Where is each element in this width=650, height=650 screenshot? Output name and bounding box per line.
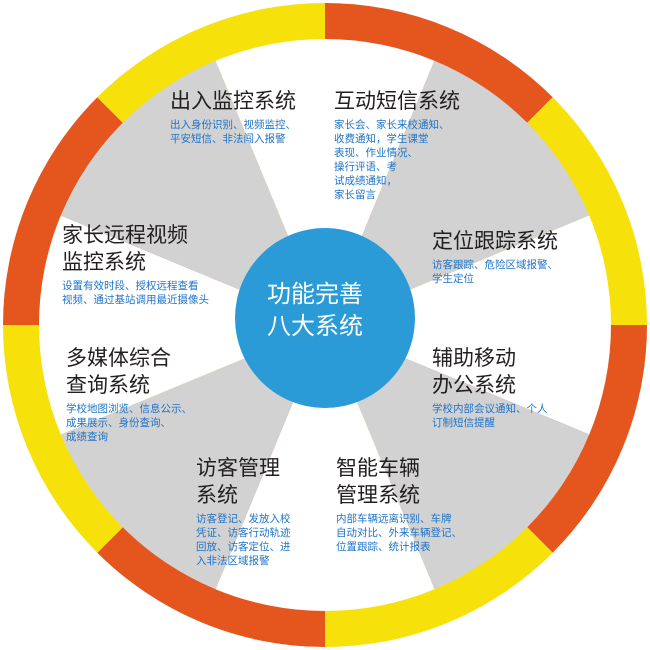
segment-interactive-sms: 互动短信系统 家长会、家长来校通知、 收费通知，学生课堂 表现、作业情况、 操行… bbox=[334, 88, 460, 202]
segment-multimedia-query: 多媒体综合 查询系统 学校地图浏览、信息公示、 成果展示、身份查询、 成绩查询 bbox=[66, 345, 192, 444]
segment-title: 辅助移动 办公系统 bbox=[432, 346, 516, 397]
segment-title: 多媒体综合 查询系统 bbox=[66, 346, 171, 397]
segment-title: 定位跟踪系统 bbox=[432, 229, 558, 253]
segment-title: 智能车辆 管理系统 bbox=[336, 456, 420, 507]
center-circle bbox=[235, 228, 415, 408]
segment-access-monitoring: 出入监控系统 出入身份识别、视频监控、 平安短信、非法闯入报警 bbox=[170, 88, 296, 146]
segment-title: 出入监控系统 bbox=[170, 89, 296, 113]
inner-sector bbox=[325, 215, 611, 435]
inner-sector bbox=[215, 325, 435, 611]
segment-parent-video-monitoring: 家长远程视频 监控系统 设置有效时段、授权远程查看 视频、通过基站调用最近摄像头 bbox=[62, 222, 209, 307]
segment-vehicle-management: 智能车辆 管理系统 内部车辆远离识别、车牌 自动对比、外来车辆登记、 位置跟踪、… bbox=[336, 455, 462, 554]
segment-mobile-office: 辅助移动 办公系统 学校内部会议通知、个人 订制短信提醒 bbox=[432, 345, 548, 430]
segment-description: 学校内部会议通知、个人 订制短信提醒 bbox=[432, 403, 548, 429]
segment-title: 家长远程视频 监控系统 bbox=[62, 223, 188, 274]
inner-sector bbox=[325, 325, 590, 590]
segment-description: 设置有效时段、授权远程查看 视频、通过基站调用最近摄像头 bbox=[62, 280, 209, 306]
segment-description: 内部车辆远离识别、车牌 自动对比、外来车辆登记、 位置跟踪、统计报表 bbox=[336, 513, 462, 553]
center-title: 功能完善 八大系统 bbox=[267, 280, 363, 340]
segment-title: 访客管理 系统 bbox=[196, 456, 280, 507]
segment-location-tracking: 定位跟踪系统 访客跟踪、危险区域报警、 学生定位 bbox=[432, 228, 558, 286]
inner-sector bbox=[215, 39, 435, 326]
segment-description: 访客跟踪、危险区域报警、 学生定位 bbox=[432, 259, 558, 285]
segment-description: 学校地图浏览、信息公示、 成果展示、身份查询、 成绩查询 bbox=[66, 403, 192, 443]
segment-description: 家长会、家长来校通知、 收费通知，学生课堂 表现、作业情况、 操行评语、考 试成… bbox=[334, 119, 450, 201]
inner-sector bbox=[38, 215, 325, 435]
inner-sector bbox=[60, 325, 326, 590]
segment-title: 互动短信系统 bbox=[334, 89, 460, 113]
segment-visitor-management: 访客管理 系统 访客登记、发放入校 凭证、访客行动轨迹 回放、访客定位、进 入非… bbox=[196, 455, 291, 568]
segment-description: 出入身份识别、视频监控、 平安短信、非法闯入报警 bbox=[170, 119, 296, 145]
segment-description: 访客登记、发放入校 凭证、访客行动轨迹 回放、访客定位、进 入非法区域报警 bbox=[196, 513, 291, 567]
